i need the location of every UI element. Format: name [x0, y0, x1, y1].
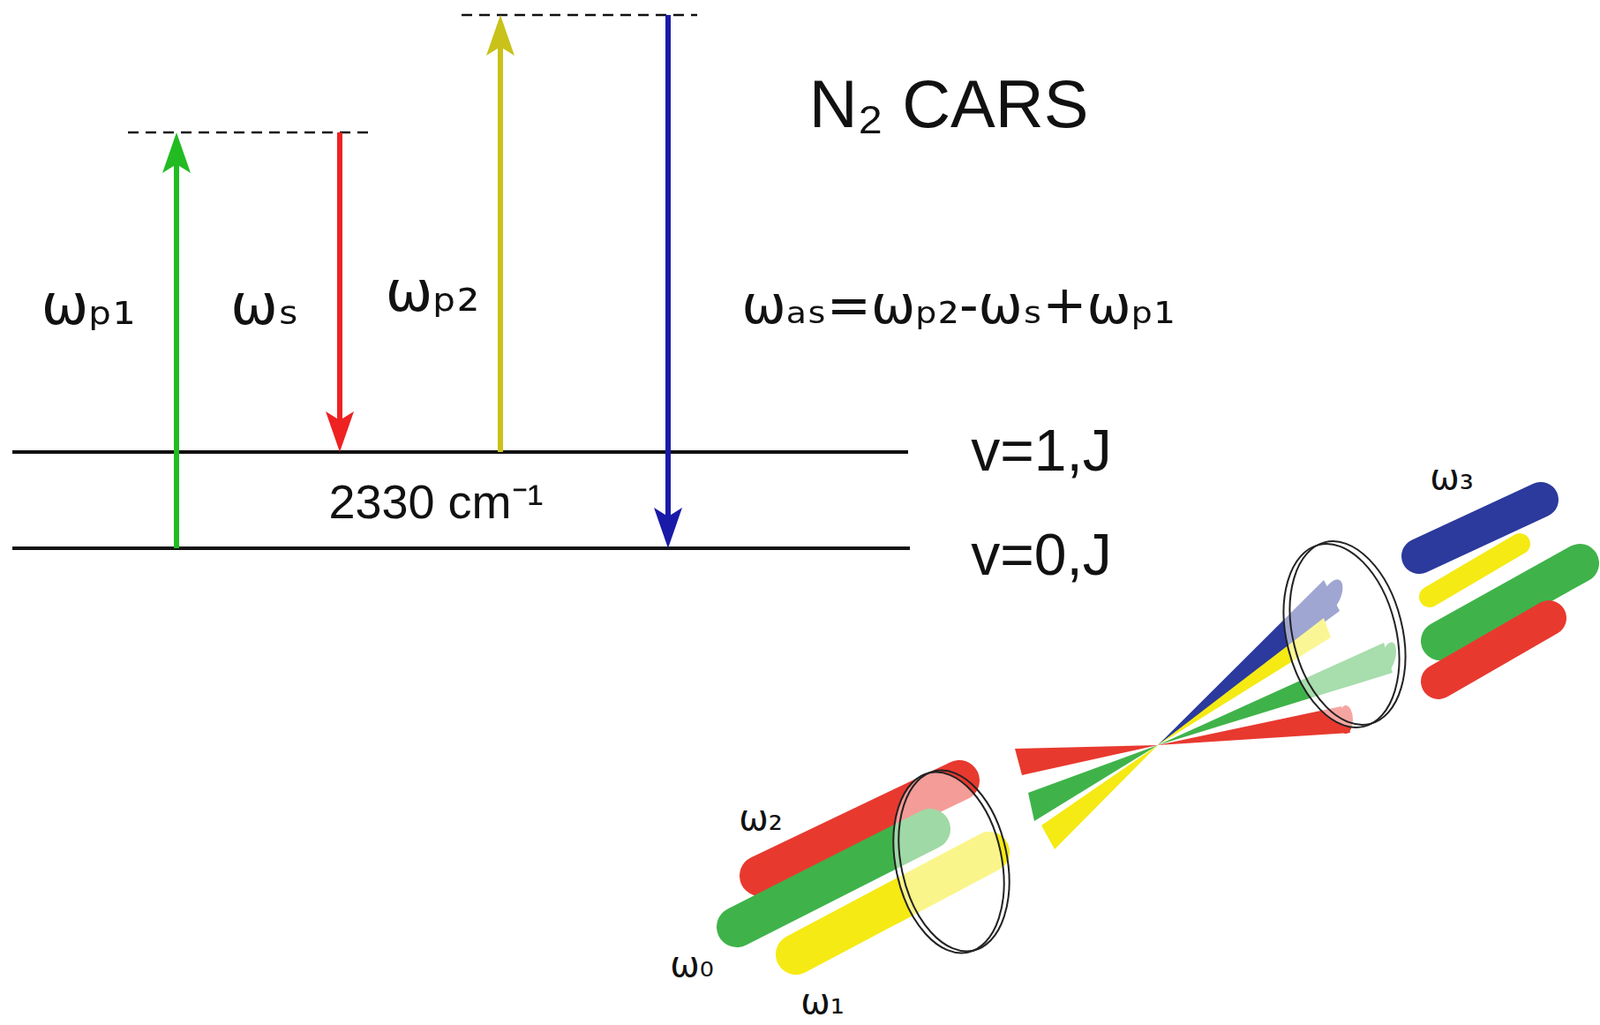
- frequency-label: ωₛ: [230, 276, 299, 333]
- beam-label: ω₂: [738, 799, 783, 835]
- virtual-level: [461, 14, 698, 17]
- level-line: [12, 450, 909, 454]
- beam-label: ω₃: [1429, 458, 1474, 495]
- beam-illustration: [736, 499, 1580, 963]
- diagram-title: N₂ CARS: [809, 70, 1090, 138]
- beam-label: ω₁: [800, 983, 845, 1019]
- frequency-label: ωₚ₁: [41, 276, 136, 333]
- beam-label: ω₀: [669, 946, 714, 982]
- frequency-label: ωₚ₂: [385, 262, 481, 320]
- level-line: [12, 546, 910, 550]
- energy-gap: 2330 cm⁻¹: [328, 477, 543, 526]
- frequency-equation: ωₐₛ=ωₚ₂-ωₛ+ωₚ₁: [742, 277, 1176, 331]
- level-label: v=1,J: [970, 420, 1112, 480]
- transition-arrows: [162, 15, 683, 549]
- level-label: v=0,J: [970, 525, 1112, 584]
